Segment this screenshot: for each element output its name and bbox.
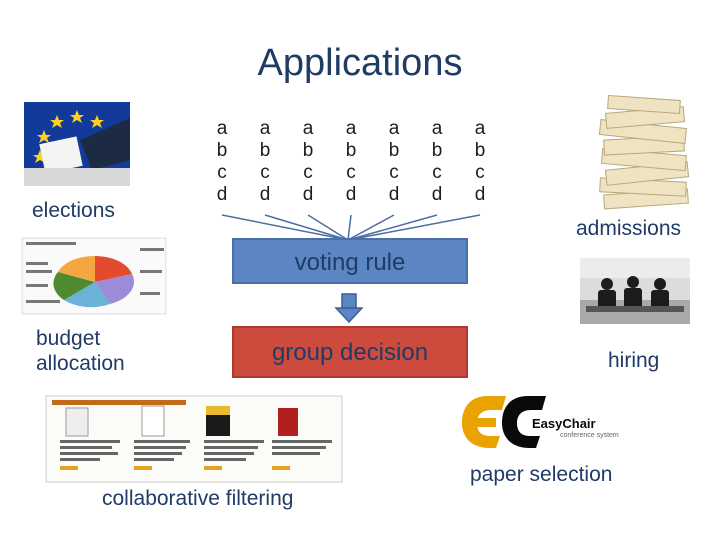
ballot-connectors — [221, 214, 481, 241]
ballot-letter: d — [431, 184, 443, 205]
ballot-letter: a — [345, 118, 357, 139]
admissions-label: admissions — [576, 217, 682, 240]
ballot-letter: c — [475, 162, 485, 183]
down-arrow-icon — [334, 293, 364, 324]
ballot-letter: c — [432, 162, 442, 183]
pie-chart-icon — [53, 255, 135, 308]
easychair-logo: EasyChair conference system — [462, 396, 619, 448]
slide-title: Applications — [257, 42, 463, 84]
hiring-interview-image — [580, 258, 690, 324]
admissions-paper-stack-image — [598, 94, 690, 210]
book-cover-icon — [65, 405, 298, 437]
ballot-letter: b — [474, 140, 486, 161]
ballot-letter: c — [260, 162, 270, 183]
budget-allocation-label: budget allocation — [36, 327, 125, 376]
ballot-letter: d — [216, 184, 228, 205]
ballot-letter: a — [259, 118, 271, 139]
elections-label: elections — [32, 199, 115, 222]
hiring-label: hiring — [608, 349, 660, 372]
collaborative-filtering-label: collaborative filtering — [102, 487, 294, 510]
easychair-subtitle: conference system — [560, 432, 619, 439]
ballot-letter: d — [388, 184, 400, 205]
ballot-letter: a — [302, 118, 314, 139]
ballot-column: a b c d — [252, 118, 278, 206]
easychair-wordmark: EasyChair — [532, 416, 596, 431]
ballot-letter: a — [474, 118, 486, 139]
ballot-letter: b — [431, 140, 443, 161]
ballot-letter: c — [217, 162, 227, 183]
ballot-column: a b c d — [424, 118, 450, 206]
ballot-letter: b — [345, 140, 357, 161]
ballot-letter: c — [389, 162, 399, 183]
ballot-column: a b c d — [295, 118, 321, 206]
ballot-letter: b — [259, 140, 271, 161]
ballot-letter: d — [474, 184, 486, 205]
ballot-letter: b — [216, 140, 228, 161]
ballot-letter: a — [431, 118, 443, 139]
ballot-letter: d — [259, 184, 271, 205]
ballot-column: a b c d — [209, 118, 235, 206]
budget-pie-image — [21, 237, 167, 315]
ballot-column: a b c d — [467, 118, 493, 206]
elections-image — [24, 102, 130, 186]
ballot-letter: a — [216, 118, 228, 139]
ballot-letter: b — [388, 140, 400, 161]
collaborative-filtering-image — [45, 395, 343, 483]
ballot-letter: d — [345, 184, 357, 205]
voting-rule-box: voting rule — [232, 238, 468, 284]
ballot-letter: d — [302, 184, 314, 205]
ballot-letter: b — [302, 140, 314, 161]
ballot-letter: c — [303, 162, 313, 183]
ballot-letter: c — [346, 162, 356, 183]
ballot-letter: a — [388, 118, 400, 139]
paper-selection-label: paper selection — [470, 463, 613, 486]
ballot-column: a b c d — [381, 118, 407, 206]
ballot-column: a b c d — [338, 118, 364, 206]
group-decision-box: group decision — [232, 326, 468, 378]
